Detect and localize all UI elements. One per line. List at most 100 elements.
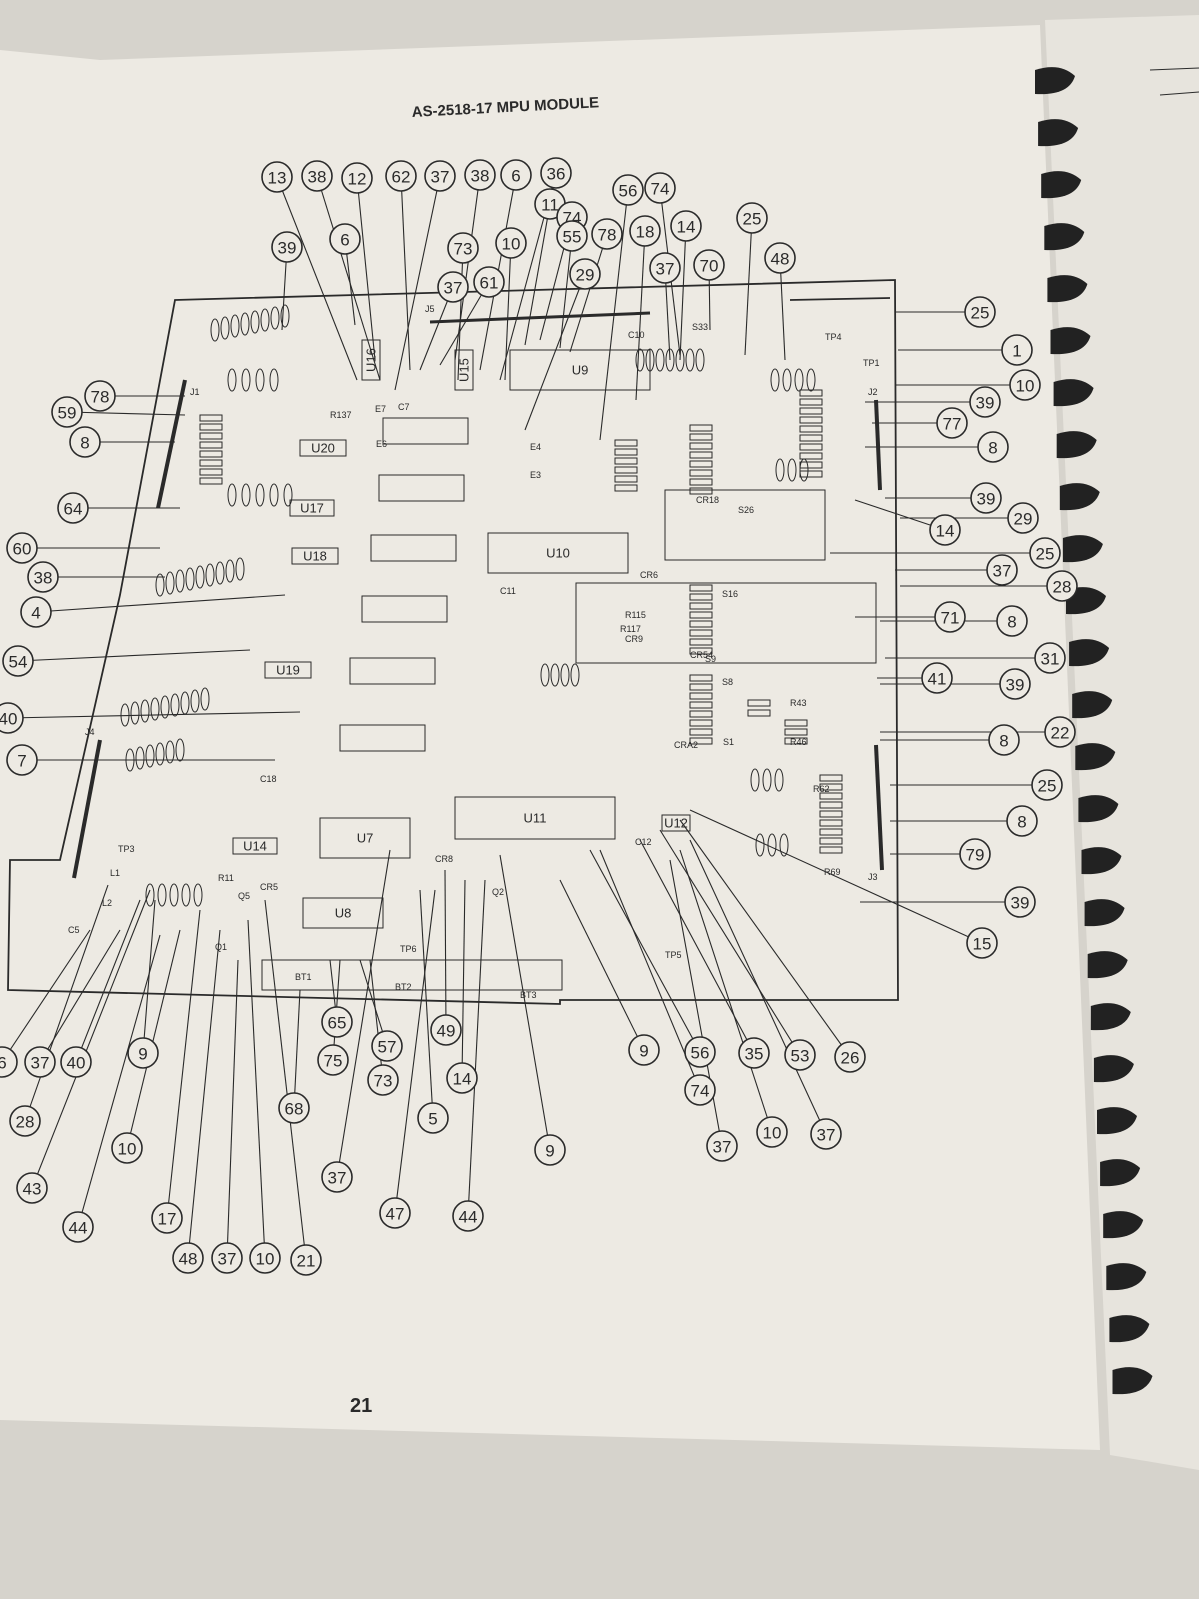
callout-number: 44 [69,1219,88,1238]
ic-u12: U12 [661,814,691,832]
resistor [689,737,713,745]
callout-number: 39 [977,490,996,509]
callout-right-39: 39 [969,386,1001,418]
callout-number: 14 [936,522,955,541]
callout-number: 61 [480,274,499,293]
callout-bottom-37: 37 [24,1046,56,1078]
callout-leader [679,819,851,1058]
callout-number: 65 [328,1014,347,1033]
callout-number: 79 [966,846,985,865]
callout-leader [7,711,301,719]
callout-number: 37 [713,1138,732,1157]
resistor [199,468,223,476]
callout-number: 39 [278,239,297,258]
callout-number: 17 [158,1210,177,1229]
callout-top-48: 48 [764,242,796,274]
callout-left-64: 64 [57,492,89,524]
binding-coil [1084,899,1125,927]
callout-leader [247,919,266,1259]
callout-bottom-10: 10 [756,1116,788,1148]
callout-number: 8 [80,434,89,453]
callout-number: 37 [817,1126,836,1145]
callout-top-14: 14 [670,210,702,242]
resistor [819,810,843,818]
callout-bottom-37: 37 [706,1130,738,1162]
binding-coil [1078,795,1119,823]
callout-right-39: 39 [999,668,1031,700]
component-label-tp3: TP3 [118,844,135,854]
callout-bottom-14: 14 [446,1062,478,1094]
binding-coil [1093,1055,1134,1083]
callout-number: 35 [745,1045,764,1064]
callout-leader [276,176,358,381]
callout-leader [504,242,512,381]
component-label-tp5: TP5 [665,950,682,960]
capacitor [230,314,240,338]
callout-right-37: 37 [986,554,1018,586]
callout-number: 48 [179,1250,198,1269]
callout-number: 73 [454,240,473,259]
component-label-l1: L1 [110,868,120,878]
ic-u10: U10 [487,532,629,574]
callout-top-25: 25 [736,202,768,234]
capacitor [770,368,780,392]
component-label-cr54: CR54 [690,650,713,660]
resistor [799,425,823,433]
binding-coil [1109,1315,1150,1343]
callout-number: 25 [743,210,762,229]
callout-number: 29 [1014,510,1033,529]
resistor [689,487,713,495]
resistor [799,398,823,406]
capacitor [635,348,645,372]
callout-bottom-21: 21 [290,1244,322,1276]
callout-number: 57 [378,1038,397,1057]
next-page-edge [1045,15,1199,1470]
callout-number: 36 [547,165,566,184]
callout-leader [1,929,91,1063]
resistor [199,477,223,485]
component-label-j4: J4 [85,727,95,737]
callout-right-31: 31 [1034,642,1066,674]
component-label-c7: C7 [398,402,410,412]
capacitor [269,483,279,507]
component-label-c18: C18 [260,774,277,784]
callout-bottom-44: 44 [452,1200,484,1232]
component-label-s26: S26 [738,505,754,515]
callout-number: 8 [1017,813,1026,832]
component-texture [120,304,843,907]
callout-bottom-9: 9 [534,1134,566,1166]
callout-number: 37 [431,168,450,187]
callout-right-25: 25 [1031,769,1063,801]
component-label-bt2: BT2 [395,982,412,992]
ic-u14: U14 [232,837,278,855]
callout-bottom-75: 75 [317,1044,349,1076]
capacitor [685,348,695,372]
callout-leader [444,869,447,1031]
binding-coil [1059,483,1100,511]
callout-bottom-37: 37 [810,1118,842,1150]
callout-number: 14 [677,218,696,237]
callout-leader [679,849,773,1133]
callout-right-8: 8 [1006,805,1038,837]
capacitor [145,883,155,907]
resistor [689,469,713,477]
callout-right-77: 77 [936,407,968,439]
callout-right-41: 41 [921,662,953,694]
callout-leader [17,649,251,662]
switch-block [664,489,826,561]
callout-number: 10 [1016,377,1035,396]
callout-bottom-37: 37 [321,1161,353,1193]
callout-top-37: 37 [649,252,681,284]
ic-label: U17 [300,501,324,516]
resistor [199,450,223,458]
component-label-e7: E7 [375,404,386,414]
ic-label: U8 [335,906,352,921]
callout-number: 39 [1006,676,1025,695]
callout-number: 8 [999,732,1008,751]
binding-coil [1100,1159,1141,1187]
callout-number: 37 [656,260,675,279]
ic-label: U10 [546,546,570,561]
capacitor [145,744,155,768]
